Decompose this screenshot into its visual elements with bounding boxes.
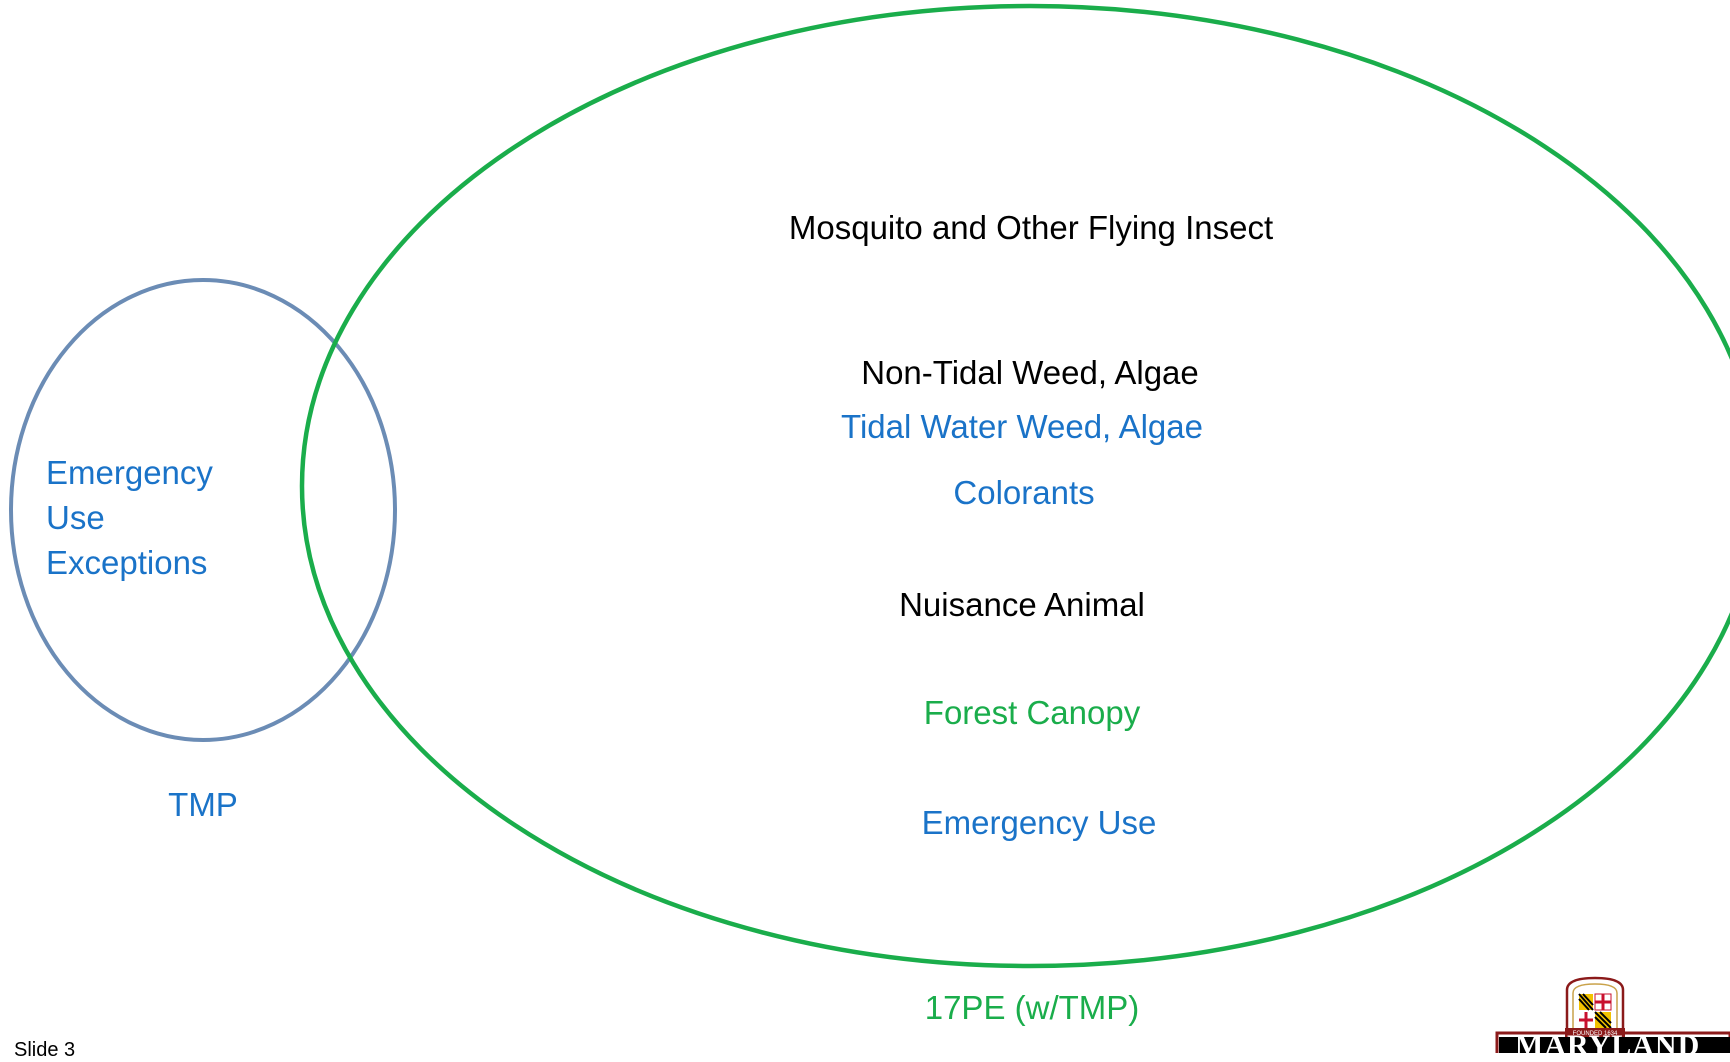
tmp-circle	[9, 278, 397, 742]
pe-item-mosquito: Mosquito and Other Flying Insect	[788, 209, 1274, 246]
tmp-item-emergency: Emergency	[46, 454, 213, 491]
pe-item-forest: Forest Canopy	[923, 694, 1141, 731]
tmp-item-exceptions: Exceptions	[46, 544, 208, 581]
pe-circle-label-text: 17PE (w/TMP)	[924, 989, 1140, 1026]
tmp-item-use: Use	[46, 499, 105, 536]
pe-item-colorants: Colorants	[953, 474, 1095, 511]
tmp-circle-label: TMP	[168, 786, 238, 823]
maryland-logo: FOUNDED 1634 MARYLAND	[1495, 976, 1730, 1053]
pe-item-non-tidal: Non-Tidal Weed, Algae	[861, 354, 1199, 391]
pe-item-tidal: Tidal Water Weed, Algae	[841, 408, 1203, 445]
logo-wordmark-bg	[1499, 1037, 1730, 1053]
maryland-seal-icon	[1565, 976, 1625, 1036]
logo-banner	[1565, 1028, 1625, 1037]
logo-banner-text: FOUNDED 1634	[1573, 1031, 1618, 1037]
slide-number: Slide 3	[14, 1039, 76, 1061]
pe-item-emergency: Emergency Use	[921, 804, 1157, 841]
pe-circle-label: 17PE (w/TMP)	[925, 985, 1140, 1030]
tmp-circle-items: Emergency Use Exceptions	[46, 450, 213, 585]
pe-circle	[299, 3, 1730, 969]
pe-item-nuisance: Nuisance Animal	[899, 586, 1145, 623]
logo-wordmark: MARYLAND	[1515, 1029, 1700, 1053]
